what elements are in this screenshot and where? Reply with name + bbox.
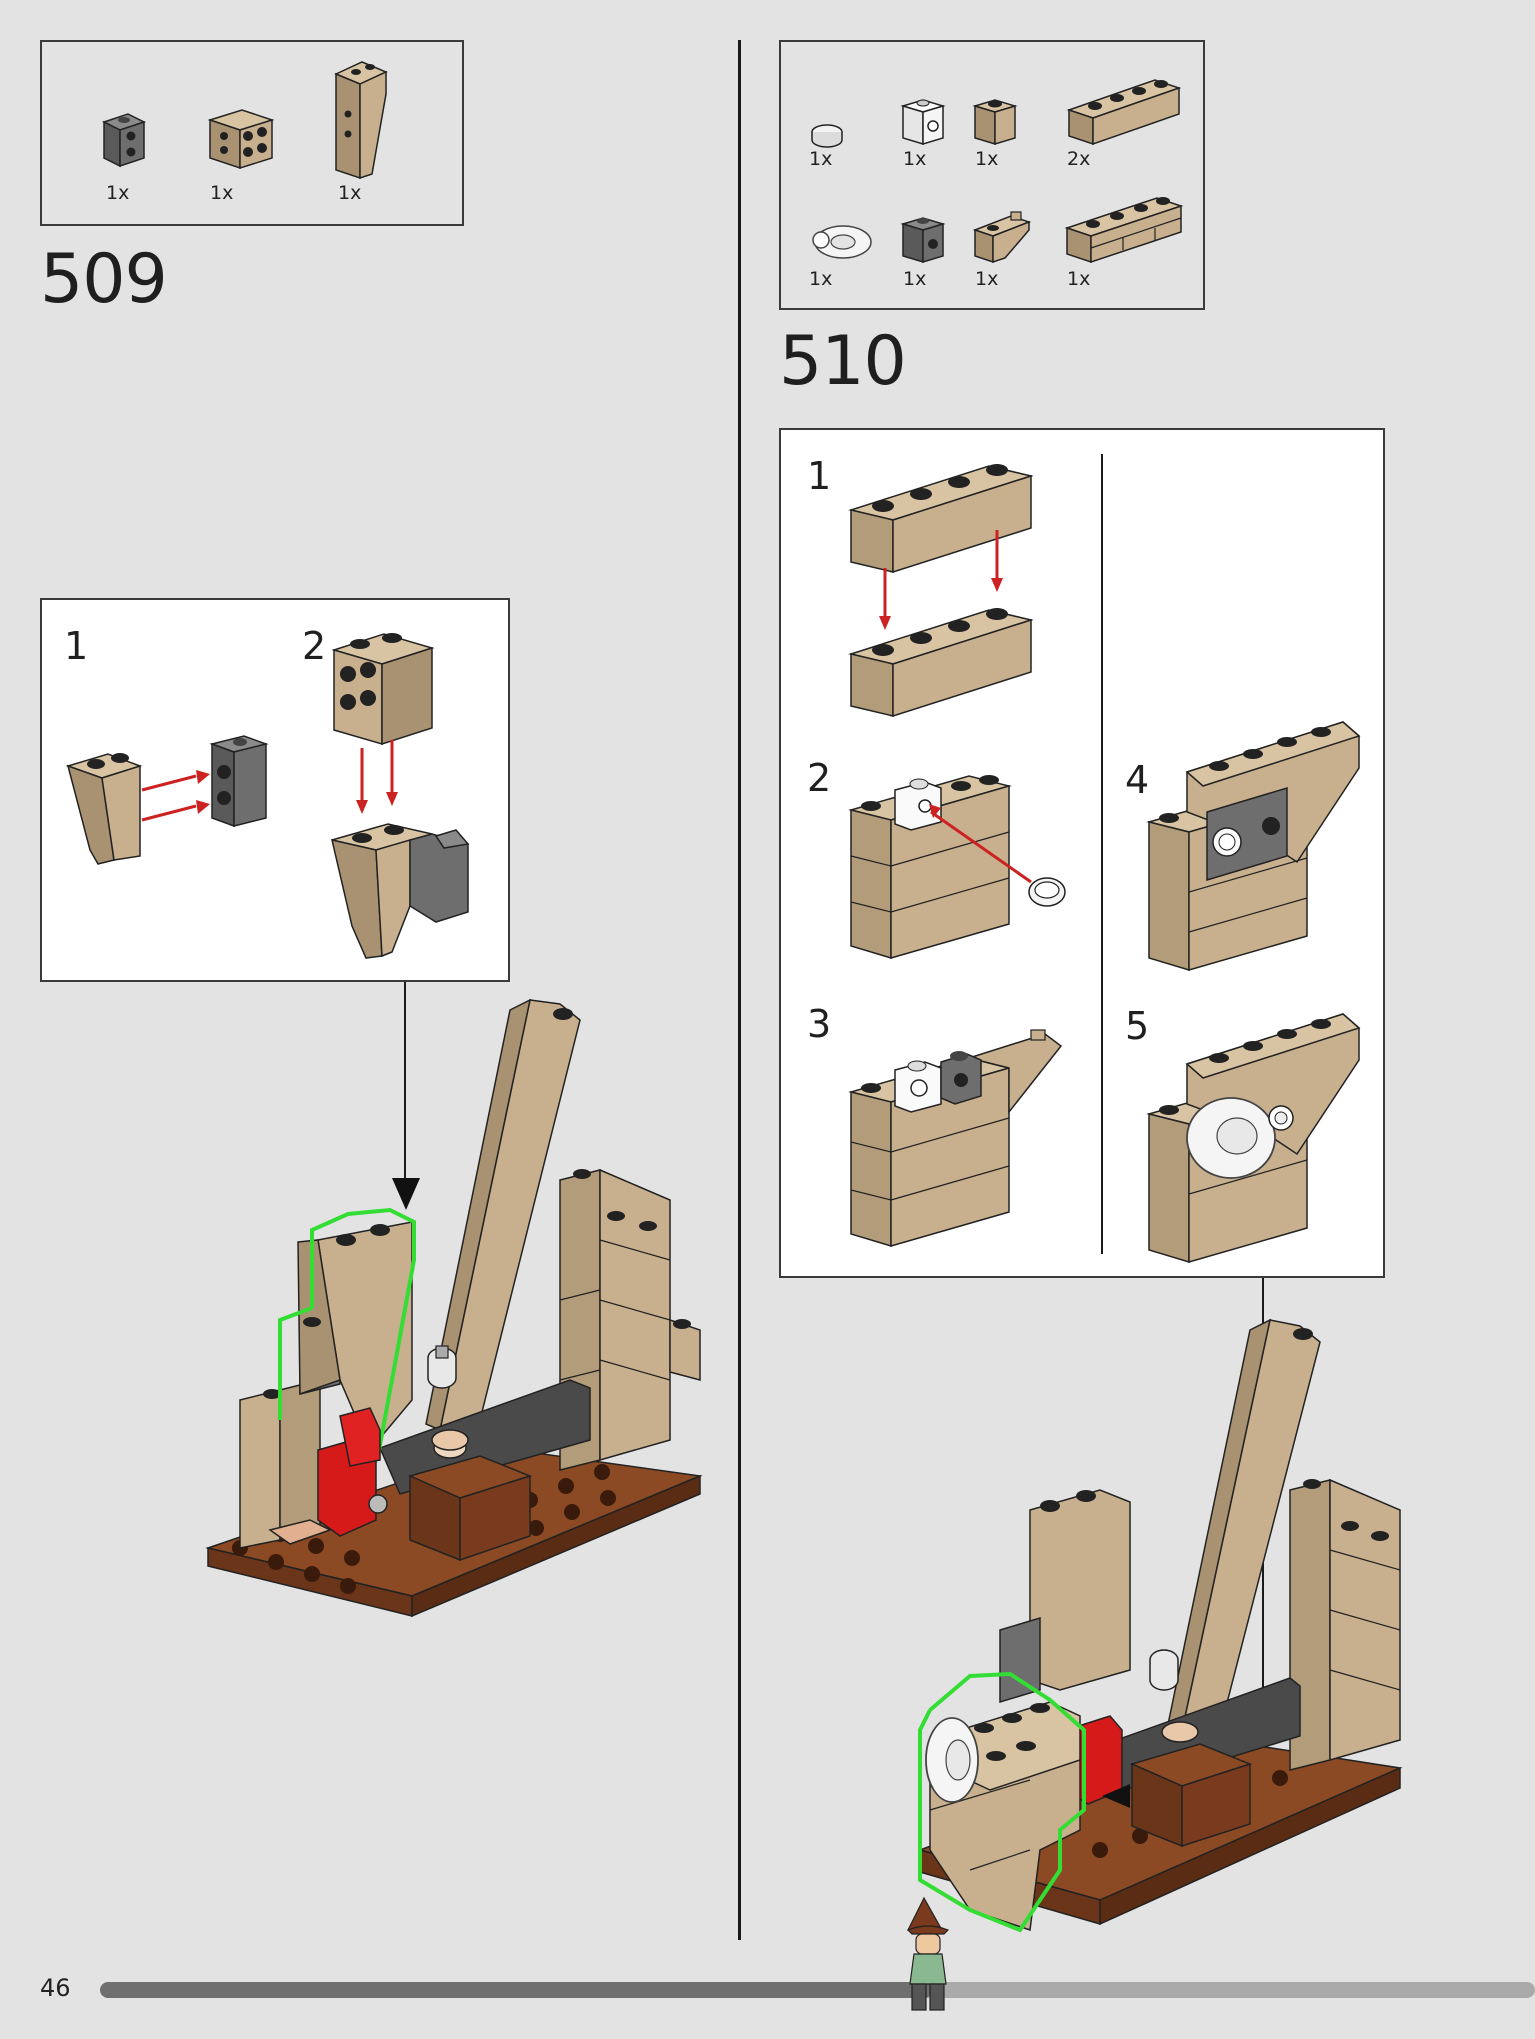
part-qty: 1x	[210, 182, 234, 204]
substep-number: 2	[302, 624, 327, 668]
substep-5-illustration	[1146, 1013, 1361, 1264]
part-white-brick-side-stud-icon	[900, 99, 946, 146]
part-qty: 1x	[975, 148, 999, 170]
part-qty: 1x	[809, 268, 833, 290]
substep-number: 1	[807, 454, 832, 498]
part-gray-brick-side-stud-icon	[900, 217, 946, 264]
substep-number: 4	[1125, 758, 1150, 802]
subassembly-box-509: 1 2	[40, 598, 510, 982]
callout-arrow-icon	[392, 1178, 420, 1210]
part-tan-2x2-icon	[207, 109, 275, 170]
substep-2-illustration	[848, 775, 1066, 960]
part-qty: 2x	[1067, 148, 1091, 170]
substep-1-illustration	[65, 735, 269, 865]
substep-number: 5	[1125, 1004, 1150, 1048]
substep-4-illustration	[1146, 721, 1361, 972]
substep-number: 2	[807, 756, 832, 800]
part-qty: 1x	[1067, 268, 1091, 290]
parts-list-510: 1x 1x 1x 2x 1x 1x 1x 1x	[779, 40, 1205, 310]
part-qty: 1x	[903, 148, 927, 170]
model-509-illustration	[205, 998, 703, 1618]
progress-fill	[100, 1982, 933, 1998]
minifigure-progress-icon	[907, 1896, 950, 2011]
part-tan-slope-small-icon	[972, 211, 1032, 264]
part-qty: 1x	[975, 268, 999, 290]
part-tan-1x4-masonry-icon	[1064, 197, 1184, 264]
part-qty: 1x	[809, 148, 833, 170]
column-divider	[738, 40, 741, 1940]
page-number: 46	[40, 1974, 71, 2002]
callout-line-509	[404, 982, 406, 1182]
substep-number: 1	[64, 624, 89, 668]
progress-bar	[100, 1982, 1535, 1998]
model-510-illustration	[917, 1318, 1403, 1933]
part-tan-1x1-icon	[972, 99, 1018, 146]
substep-3-illustration	[848, 1029, 1063, 1248]
part-qty: 1x	[106, 182, 130, 204]
step-number-509: 509	[40, 240, 168, 319]
part-dish-ring-icon	[812, 225, 872, 259]
parts-list-509: 1x 1x 1x	[40, 40, 464, 226]
part-gray-brick-side-studs-icon	[102, 113, 146, 168]
part-qty: 1x	[903, 268, 927, 290]
part-qty: 1x	[338, 182, 362, 204]
substep-2-illustration	[330, 633, 470, 959]
subassembly-divider	[1101, 454, 1103, 1254]
subassembly-box-510: 1 2 3 4 5	[779, 428, 1385, 1278]
part-tan-slope-icon	[334, 61, 388, 180]
substep-1-illustration	[848, 464, 1034, 718]
step-number-510: 510	[779, 322, 907, 401]
substep-number: 3	[807, 1002, 832, 1046]
part-round-tile-icon	[811, 124, 843, 148]
part-tan-1x4-icon	[1066, 79, 1182, 146]
